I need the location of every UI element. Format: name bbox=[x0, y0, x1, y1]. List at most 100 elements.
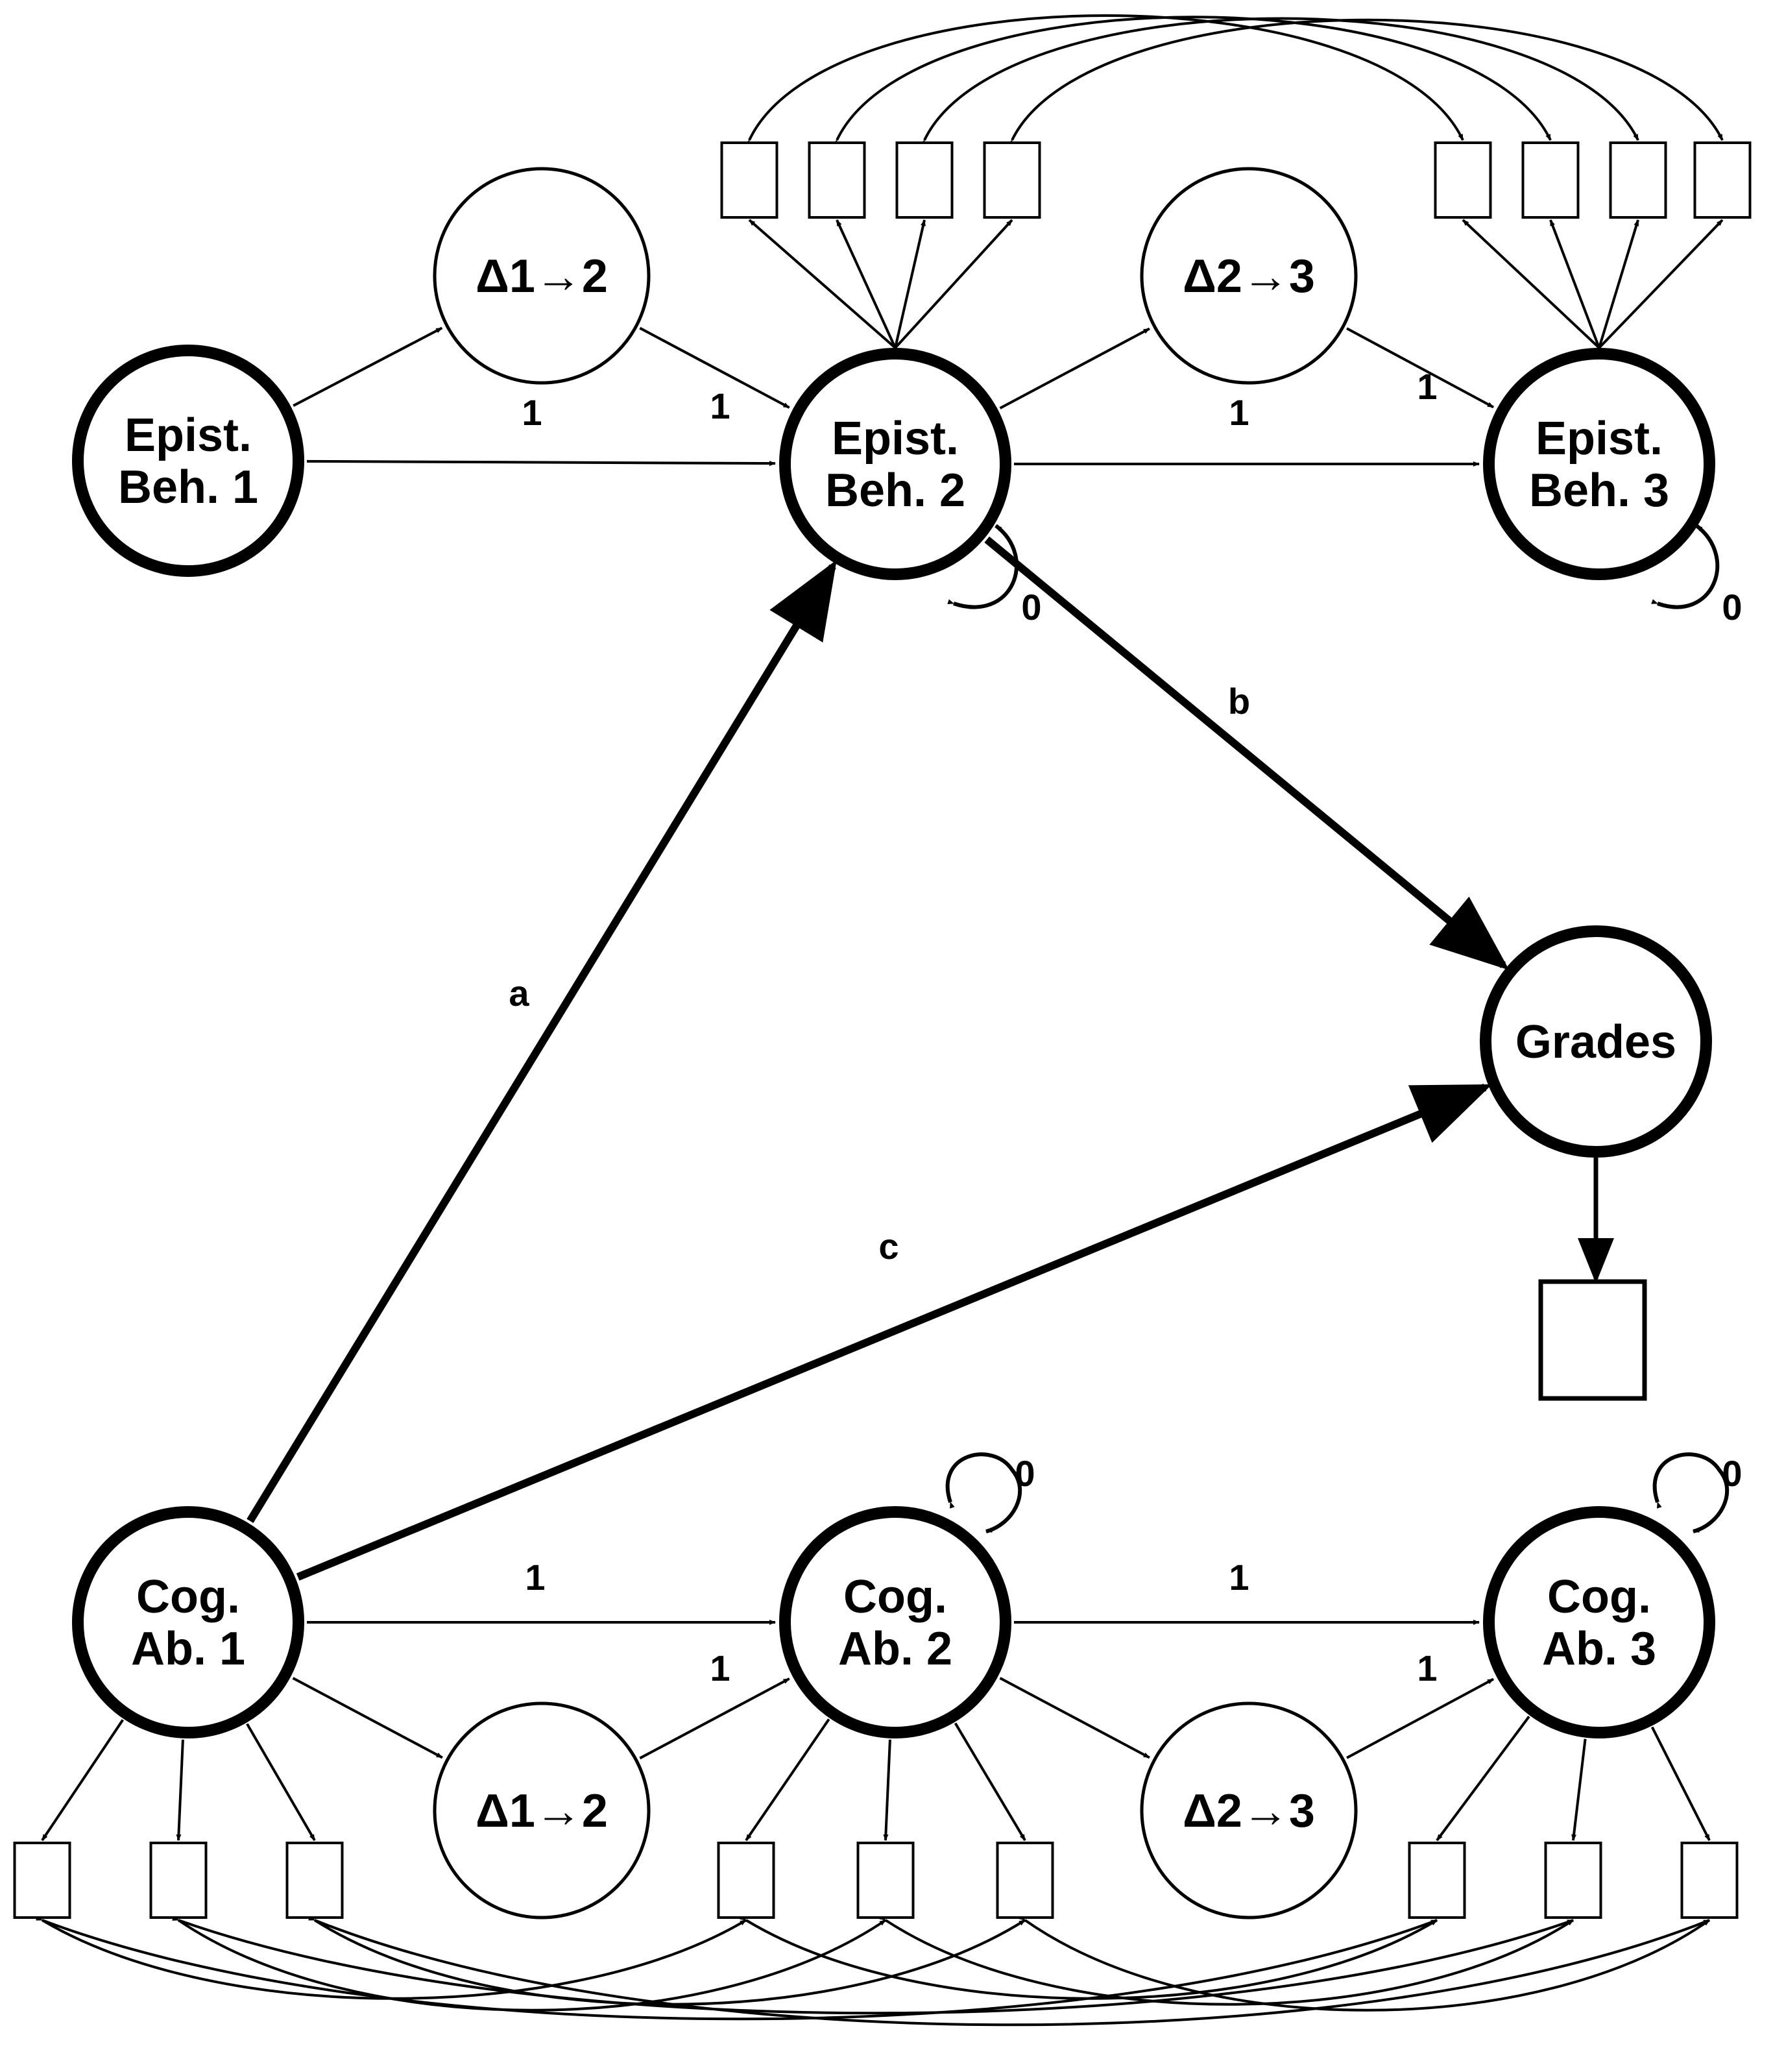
delta-e23-label-line-1: Δ2→3 bbox=[1183, 250, 1315, 302]
cog-ab-1-loading-2 bbox=[176, 1739, 184, 1841]
cog-ab-1-node: Cog.Ab. 1 bbox=[72, 1506, 304, 1738]
cog-ab-3-label-line-1: Cog. bbox=[1547, 1571, 1651, 1623]
grades-label-line-1: Grades bbox=[1515, 1016, 1676, 1068]
epist-beh-3-label-line-2: Beh. 3 bbox=[1529, 465, 1669, 517]
epist-beh-1-label-line-2: Beh. 1 bbox=[118, 461, 258, 513]
cog-ab-3-loading-1 bbox=[1436, 1716, 1530, 1842]
delta-e12-node: Δ1→2 bbox=[433, 167, 651, 385]
cog-residual-covariance-7 bbox=[740, 1914, 1438, 2000]
edge-label-path-c: c bbox=[878, 1226, 899, 1267]
grades-node: Grades bbox=[1480, 925, 1712, 1158]
indicators-layer bbox=[13, 141, 1752, 1919]
epist-1-to-2-path bbox=[306, 459, 777, 467]
cog-1-to-delta12-path bbox=[292, 1677, 443, 1759]
epist-beh-3-loading-1 bbox=[1462, 219, 1600, 349]
cog-residual-covariance-4 bbox=[172, 1916, 1574, 2015]
cog-ab-2-loading-2 bbox=[883, 1739, 891, 1841]
edge-label-c2-resid: 0 bbox=[1015, 1453, 1035, 1494]
cog-indicator-1 bbox=[13, 1842, 71, 1919]
edge-label-c3-resid: 0 bbox=[1722, 1453, 1742, 1494]
cog-residual-covariance-3 bbox=[172, 1914, 887, 2012]
epist-beh-3-loading-2 bbox=[1549, 219, 1600, 348]
epist-beh-2-loading-4 bbox=[894, 219, 1013, 349]
edge-label-e12-delta: 1 bbox=[710, 385, 730, 426]
edge-label-c23-auto: 1 bbox=[1229, 1557, 1249, 1598]
epist-beh-3-loading-3 bbox=[1598, 219, 1639, 348]
cog-indicator-6 bbox=[996, 1842, 1054, 1919]
delta-c23-circle bbox=[1140, 1701, 1358, 1920]
edge-label-e23-delta: 1 bbox=[1417, 366, 1437, 407]
cog-2-to-delta23-path bbox=[999, 1677, 1150, 1759]
epist-beh-2-circle bbox=[779, 348, 1011, 580]
cog-ab-3-node: Cog.Ab. 3 bbox=[1483, 1506, 1715, 1738]
epist-beh-3-circle bbox=[1483, 348, 1715, 580]
cog-residual-covariance-5 bbox=[308, 1914, 1026, 2006]
cog-ab-3-loading-2 bbox=[1571, 1738, 1587, 1841]
delta23-to-epist-3-path bbox=[1346, 327, 1494, 409]
epist-indicator-3 bbox=[895, 141, 954, 219]
edge-label-e12-auto: 1 bbox=[522, 392, 542, 433]
epist-2-to-delta23-path bbox=[999, 327, 1150, 409]
delta12-to-cog-2-path bbox=[639, 1677, 790, 1760]
cog-residual-covariance-6 bbox=[308, 1915, 1710, 2027]
cog-ab-1-label-line-2: Ab. 1 bbox=[131, 1623, 245, 1675]
epist-beh-2-loading-1 bbox=[748, 219, 897, 349]
grades-indicator bbox=[1538, 1279, 1647, 1401]
cog-indicator-2 bbox=[149, 1842, 208, 1919]
delta-e12-circle bbox=[433, 167, 651, 385]
cog-ab-3-circle bbox=[1483, 1506, 1715, 1738]
epist-indicator-2 bbox=[808, 141, 866, 219]
cog-ab-3-label-line-2: Ab. 3 bbox=[1542, 1623, 1656, 1675]
epist-indicator-4 bbox=[983, 141, 1041, 219]
delta-e12-label-line-1: Δ1→2 bbox=[476, 250, 608, 302]
epist-beh-1-node: Epist.Beh. 1 bbox=[72, 345, 304, 577]
cog-indicator-7 bbox=[1408, 1842, 1466, 1919]
edge-label-e3-resid: 0 bbox=[1722, 587, 1742, 628]
epist-residual-covariance-4 bbox=[1007, 18, 1724, 147]
epist-beh-2-node: Epist.Beh. 2 bbox=[779, 348, 1011, 580]
epist-beh-1-label-line-1: Epist. bbox=[125, 409, 252, 461]
delta-e23-circle bbox=[1140, 167, 1358, 385]
grades-circle bbox=[1480, 925, 1712, 1158]
edge-label-c12-auto: 1 bbox=[525, 1557, 545, 1598]
delta-c12-label-line-1: Δ1→2 bbox=[476, 1785, 608, 1837]
cog-ab-2-loading-1 bbox=[745, 1718, 830, 1842]
epist-beh-2-residual-loop bbox=[947, 524, 1019, 609]
edges-layer bbox=[41, 219, 1730, 1842]
cog-indicator-8 bbox=[1544, 1842, 1602, 1919]
epist-beh-1-circle bbox=[72, 345, 304, 577]
cog-ab-2-residual-loop bbox=[945, 1452, 1022, 1533]
cog-ab-3-residual-loop bbox=[1652, 1452, 1730, 1533]
epist-indicator-6 bbox=[1521, 141, 1580, 219]
epist-beh-2-label-line-2: Beh. 2 bbox=[825, 465, 965, 517]
epist-indicator-1 bbox=[720, 141, 778, 219]
path-b-arrow bbox=[984, 536, 1510, 970]
delta-e23-node: Δ2→3 bbox=[1140, 167, 1358, 385]
path-c-arrow bbox=[296, 1083, 1493, 1581]
delta-c23-label-line-1: Δ2→3 bbox=[1183, 1785, 1315, 1837]
epist-beh-2-loading-2 bbox=[836, 219, 897, 348]
cog-ab-1-loading-1 bbox=[41, 1719, 124, 1842]
cog-indicator-4 bbox=[717, 1842, 775, 1919]
epist-residual-covariance-1 bbox=[744, 14, 1464, 147]
delta23-to-cog-3-path bbox=[1346, 1677, 1494, 1759]
edge-label-c23-delta: 1 bbox=[1417, 1648, 1437, 1688]
edge-label-c12-delta: 1 bbox=[710, 1648, 730, 1688]
cog-ab-2-loading-3 bbox=[954, 1722, 1026, 1842]
epist-indicator-7 bbox=[1609, 141, 1667, 219]
cog-residual-covariance-9 bbox=[1019, 1914, 1711, 2012]
epist-beh-3-residual-loop bbox=[1651, 524, 1720, 609]
cog-residual-covariance-2 bbox=[36, 1916, 1438, 2021]
cog-ab-2-label-line-1: Cog. bbox=[843, 1571, 947, 1623]
edge-label-path-a: a bbox=[509, 973, 529, 1014]
epist-beh-3-loading-4 bbox=[1598, 219, 1724, 349]
delta-c23-node: Δ2→3 bbox=[1140, 1701, 1358, 1920]
delta-c12-circle bbox=[433, 1701, 651, 1920]
epist-beh-2-loading-3 bbox=[894, 219, 926, 348]
cog-residual-covariance-8 bbox=[879, 1914, 1574, 2006]
cog-indicator-9 bbox=[1680, 1842, 1739, 1919]
delta-c12-node: Δ1→2 bbox=[433, 1701, 651, 1920]
epist-residual-covariance-3 bbox=[919, 17, 1639, 147]
cog-ab-2-circle bbox=[779, 1506, 1011, 1738]
